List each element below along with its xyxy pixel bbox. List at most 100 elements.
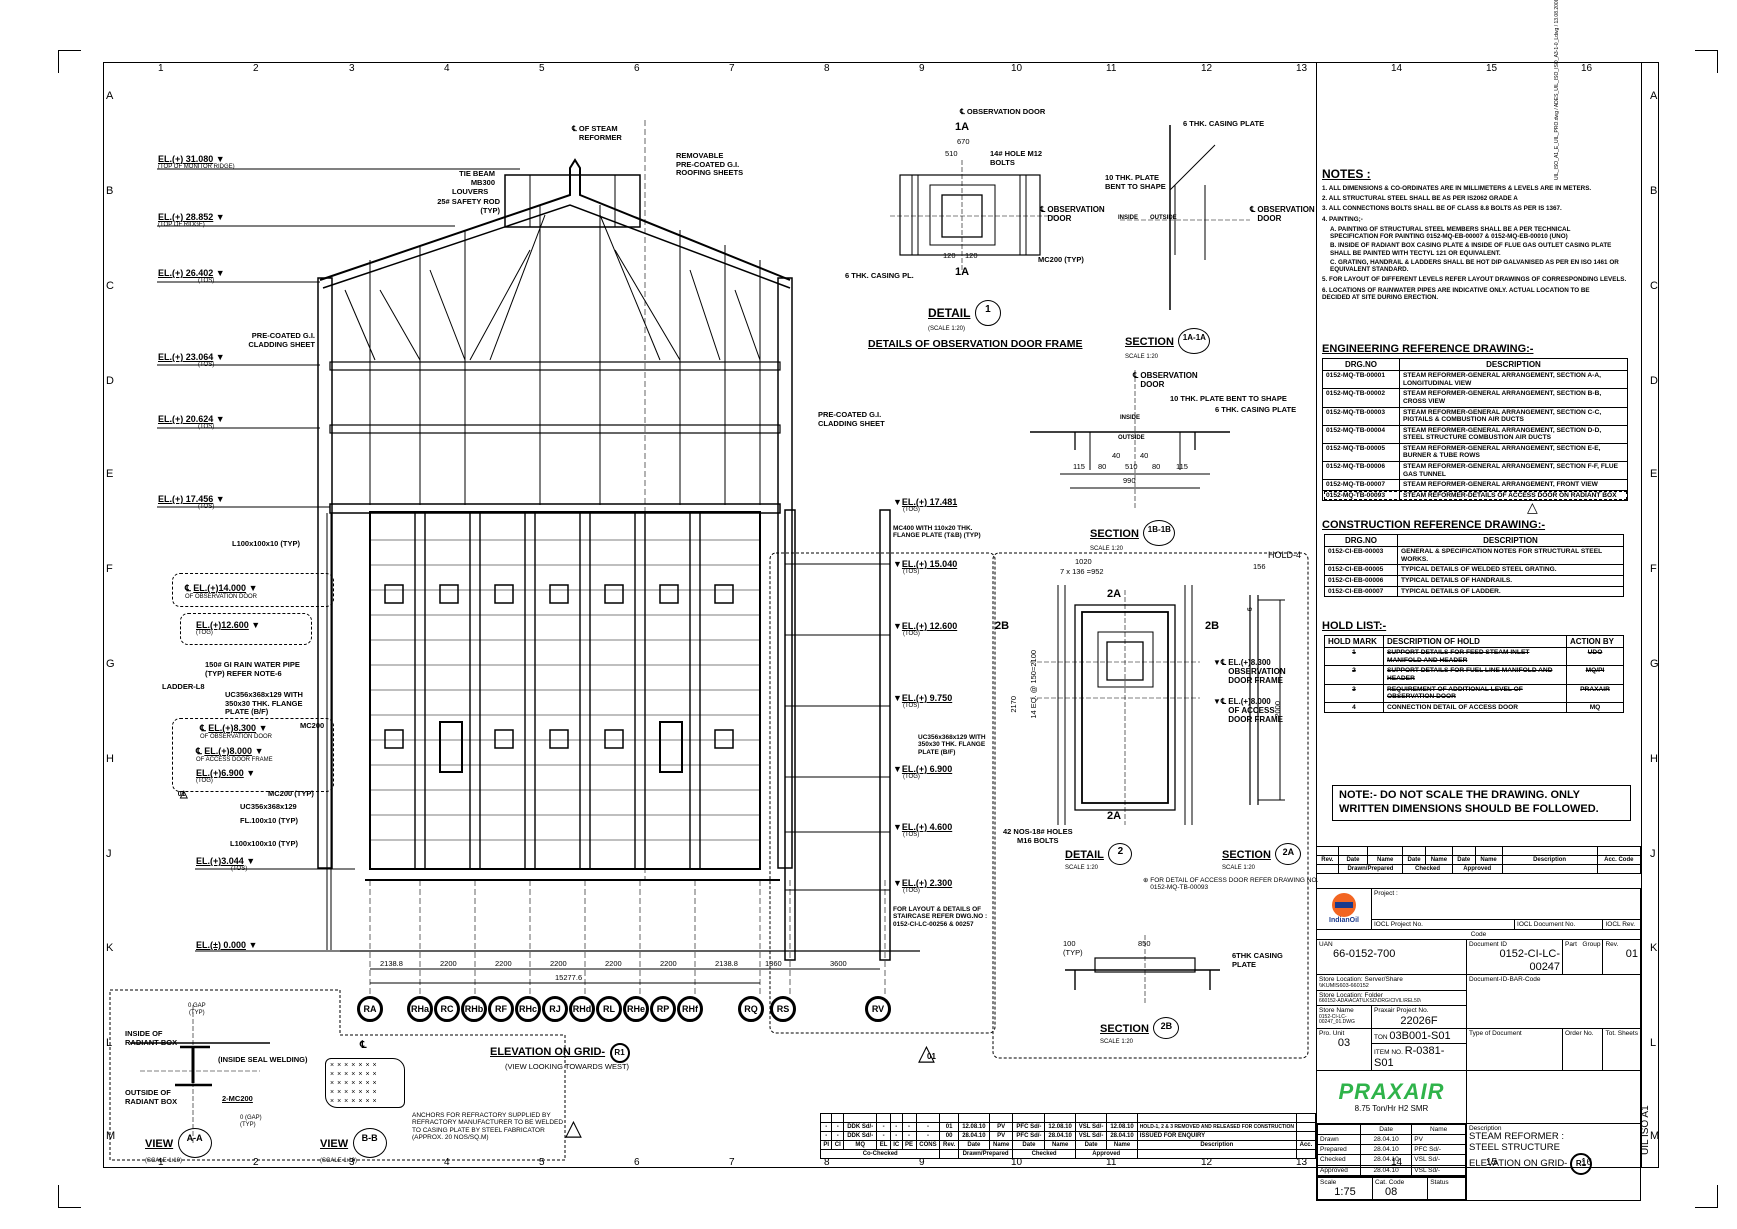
section1a-title: SECTION 1A-1A SCALE 1:20	[1125, 328, 1211, 361]
col-num: 1	[158, 63, 164, 74]
tb-pro-unit-value: 03	[1337, 1036, 1351, 1049]
dim: 2138.8	[380, 959, 403, 968]
callout-uc-flange: UC356x368x129 WITH 350x30 THK. FLANGE PL…	[225, 690, 303, 717]
col-num: 10	[1011, 63, 1023, 74]
level-value: EL.(+) 15.040	[901, 559, 958, 569]
section2b-title-text: SECTION	[1100, 1023, 1149, 1036]
tb-item-value: R-0381-S01	[1374, 1044, 1445, 1069]
section-mark-2a-top: 2A	[1107, 588, 1122, 600]
note-item: 3. ALL CONNECTIONS BOLTS SHALL BE OF CLA…	[1322, 205, 1562, 213]
tb-company-row: PRAXAIR 8.75 Ton/Hr H2 SMR	[1316, 1069, 1642, 1124]
tb-blank	[1465, 1069, 1642, 1124]
col-header: Date	[1451, 855, 1476, 865]
level-value: EL.(+)8.000	[204, 746, 253, 756]
eng-ref-section: ENGINEERING REFERENCE DRAWING:- DRG.NO D…	[1322, 343, 1632, 514]
drg-desc: TYPICAL DETAILS OF WELDED STEEL GRATING.	[1397, 564, 1624, 576]
drg-desc: STEAM REFORMER-GENERAL ARRANGEMENT, SECT…	[1399, 370, 1628, 390]
col-header: EL	[876, 1140, 891, 1150]
section1b-dim: 80	[1098, 462, 1107, 471]
rev-cell: -	[901, 1131, 917, 1141]
iocl-logo-text: IndianOil	[1329, 917, 1359, 925]
section1a-number: 1A-1A	[1178, 328, 1211, 354]
col-num: 9	[919, 63, 925, 74]
level-17456: EL.(+) 17.456 ▼(TOS)	[158, 494, 225, 510]
section1a-scale: SCALE 1:20	[1125, 354, 1159, 360]
section2b-dim-typ: 100 (TYP)	[1063, 939, 1083, 957]
col-header: Date	[957, 1140, 990, 1150]
tb-iocl-rev: IOCL Rev.	[1602, 918, 1641, 931]
col-num: 3	[349, 1157, 355, 1168]
level-note: (TOS)	[903, 703, 920, 709]
detail2-level2-text: EL.(+)8.000 OF ACCESS DOOR FRAME	[1228, 697, 1283, 725]
hold-mark: 1	[1324, 647, 1384, 667]
detail2-dim: 7 x 136 =952	[1060, 567, 1104, 576]
rev-cell: 28.04.10	[1106, 1131, 1138, 1141]
detail1-cl-label: ℄ OBSERVATION DOOR	[960, 107, 1046, 116]
drawing-frame	[103, 62, 1659, 1168]
level-26402: EL.(+) 26.402 ▼(TOS)	[158, 268, 225, 284]
section-mark-2a-bottom: 2A	[1107, 810, 1122, 822]
col-num: 8	[824, 63, 830, 74]
drg-no: 0152-MQ-TB-00006	[1322, 460, 1400, 481]
viewaa-title-text: VIEW	[145, 1138, 174, 1151]
col-num: 6	[634, 63, 640, 74]
col-header: PI	[819, 1140, 833, 1150]
clouded-level-14000	[172, 573, 334, 607]
detail1-cl-obs: ℄ OBSERVATION DOOR	[1040, 205, 1105, 224]
level-value: EL.(+)6.900	[196, 768, 244, 778]
rlevel-12600: ▼EL.(+) 12.600(TOG)	[893, 621, 958, 637]
viewbb-title-text: VIEW	[320, 1138, 349, 1151]
level-31080: EL.(+) 31.080 ▼(TOP OF MONITOR RIDGE)	[158, 154, 235, 170]
level-note: (TOG)	[903, 507, 920, 513]
tb-item: ITEM NO. R-0381-S01	[1371, 1042, 1467, 1071]
drg-no: 0152-MQ-TB-00004	[1322, 424, 1400, 444]
level-note: (TOS)	[903, 832, 920, 838]
rev-cell: DDK Sd/-	[843, 1122, 878, 1132]
col-num: 13	[1296, 1157, 1308, 1168]
detail1-caption: DETAILS OF OBSERVATION DOOR FRAME	[868, 338, 1083, 350]
tb-cat-label: Cat. Code	[1375, 1178, 1405, 1186]
viewaa-gap-top: 0 GAP (TYP)	[188, 1003, 206, 1016]
detail2-level2: ▼℄ EL.(+)8.000 OF ACCESS DOOR FRAME	[1213, 697, 1283, 725]
viewbb-number: B-B	[352, 1128, 387, 1158]
hold-list-table: HOLD MARK DESCRIPTION OF HOLD ACTION BY …	[1324, 634, 1624, 714]
tb-rev: Rev.01	[1602, 939, 1641, 975]
rev-description: ISSUED FOR ENQUIRY	[1136, 1131, 1297, 1141]
col-num: 16	[1581, 63, 1593, 74]
section2a-title-text: SECTION	[1222, 849, 1271, 862]
grid-bubble-rhe: RHe	[623, 996, 649, 1022]
section2a-dim: 6	[1244, 607, 1254, 612]
col-header: DESCRIPTION OF HOLD	[1383, 634, 1567, 649]
level-note: (TOG)	[196, 778, 213, 784]
row-letter: M	[1650, 1130, 1660, 1142]
section2a-dim: 2000	[1273, 700, 1283, 718]
tb-group-label: Group	[1582, 941, 1601, 949]
rev-cell: -	[876, 1131, 891, 1141]
grid-bubble-rj: RJ	[542, 996, 568, 1022]
section2b-number: 2B	[1153, 1017, 1180, 1039]
tb-store-name-value: 0152-CI-LC-00247_01.DWG	[1319, 1013, 1355, 1026]
tb-uan-value: 66-0152-700	[1333, 948, 1396, 961]
section1b-dim: 115	[1073, 462, 1085, 471]
row-letter: E	[106, 468, 114, 480]
rev-number: 01	[939, 1122, 959, 1132]
level-note: OF OBSERVATION DOOR	[200, 734, 273, 740]
callout-mc400: MC400 WITH 110x20 THK. FLANGE PLATE (T&B…	[893, 525, 981, 540]
callout-staircase: FOR LAYOUT & DETAILS OF STAIRCASE REFER …	[893, 906, 988, 928]
col-num: 15	[1486, 63, 1498, 74]
col-header: Name	[1044, 1140, 1076, 1150]
grid-bubble-rhb: RHb	[461, 996, 487, 1022]
level-note: (TOS)	[198, 278, 215, 284]
table-header-row: HOLD MARK DESCRIPTION OF HOLD ACTION BY	[1324, 634, 1624, 649]
tb-order: Order No.	[1562, 1027, 1604, 1071]
detail1-title-text: DETAIL	[928, 306, 971, 321]
tb-store-folder-label: Store Location: Folder	[1319, 991, 1383, 999]
dim: 2200	[495, 959, 512, 968]
col-num: 14	[1391, 63, 1403, 74]
